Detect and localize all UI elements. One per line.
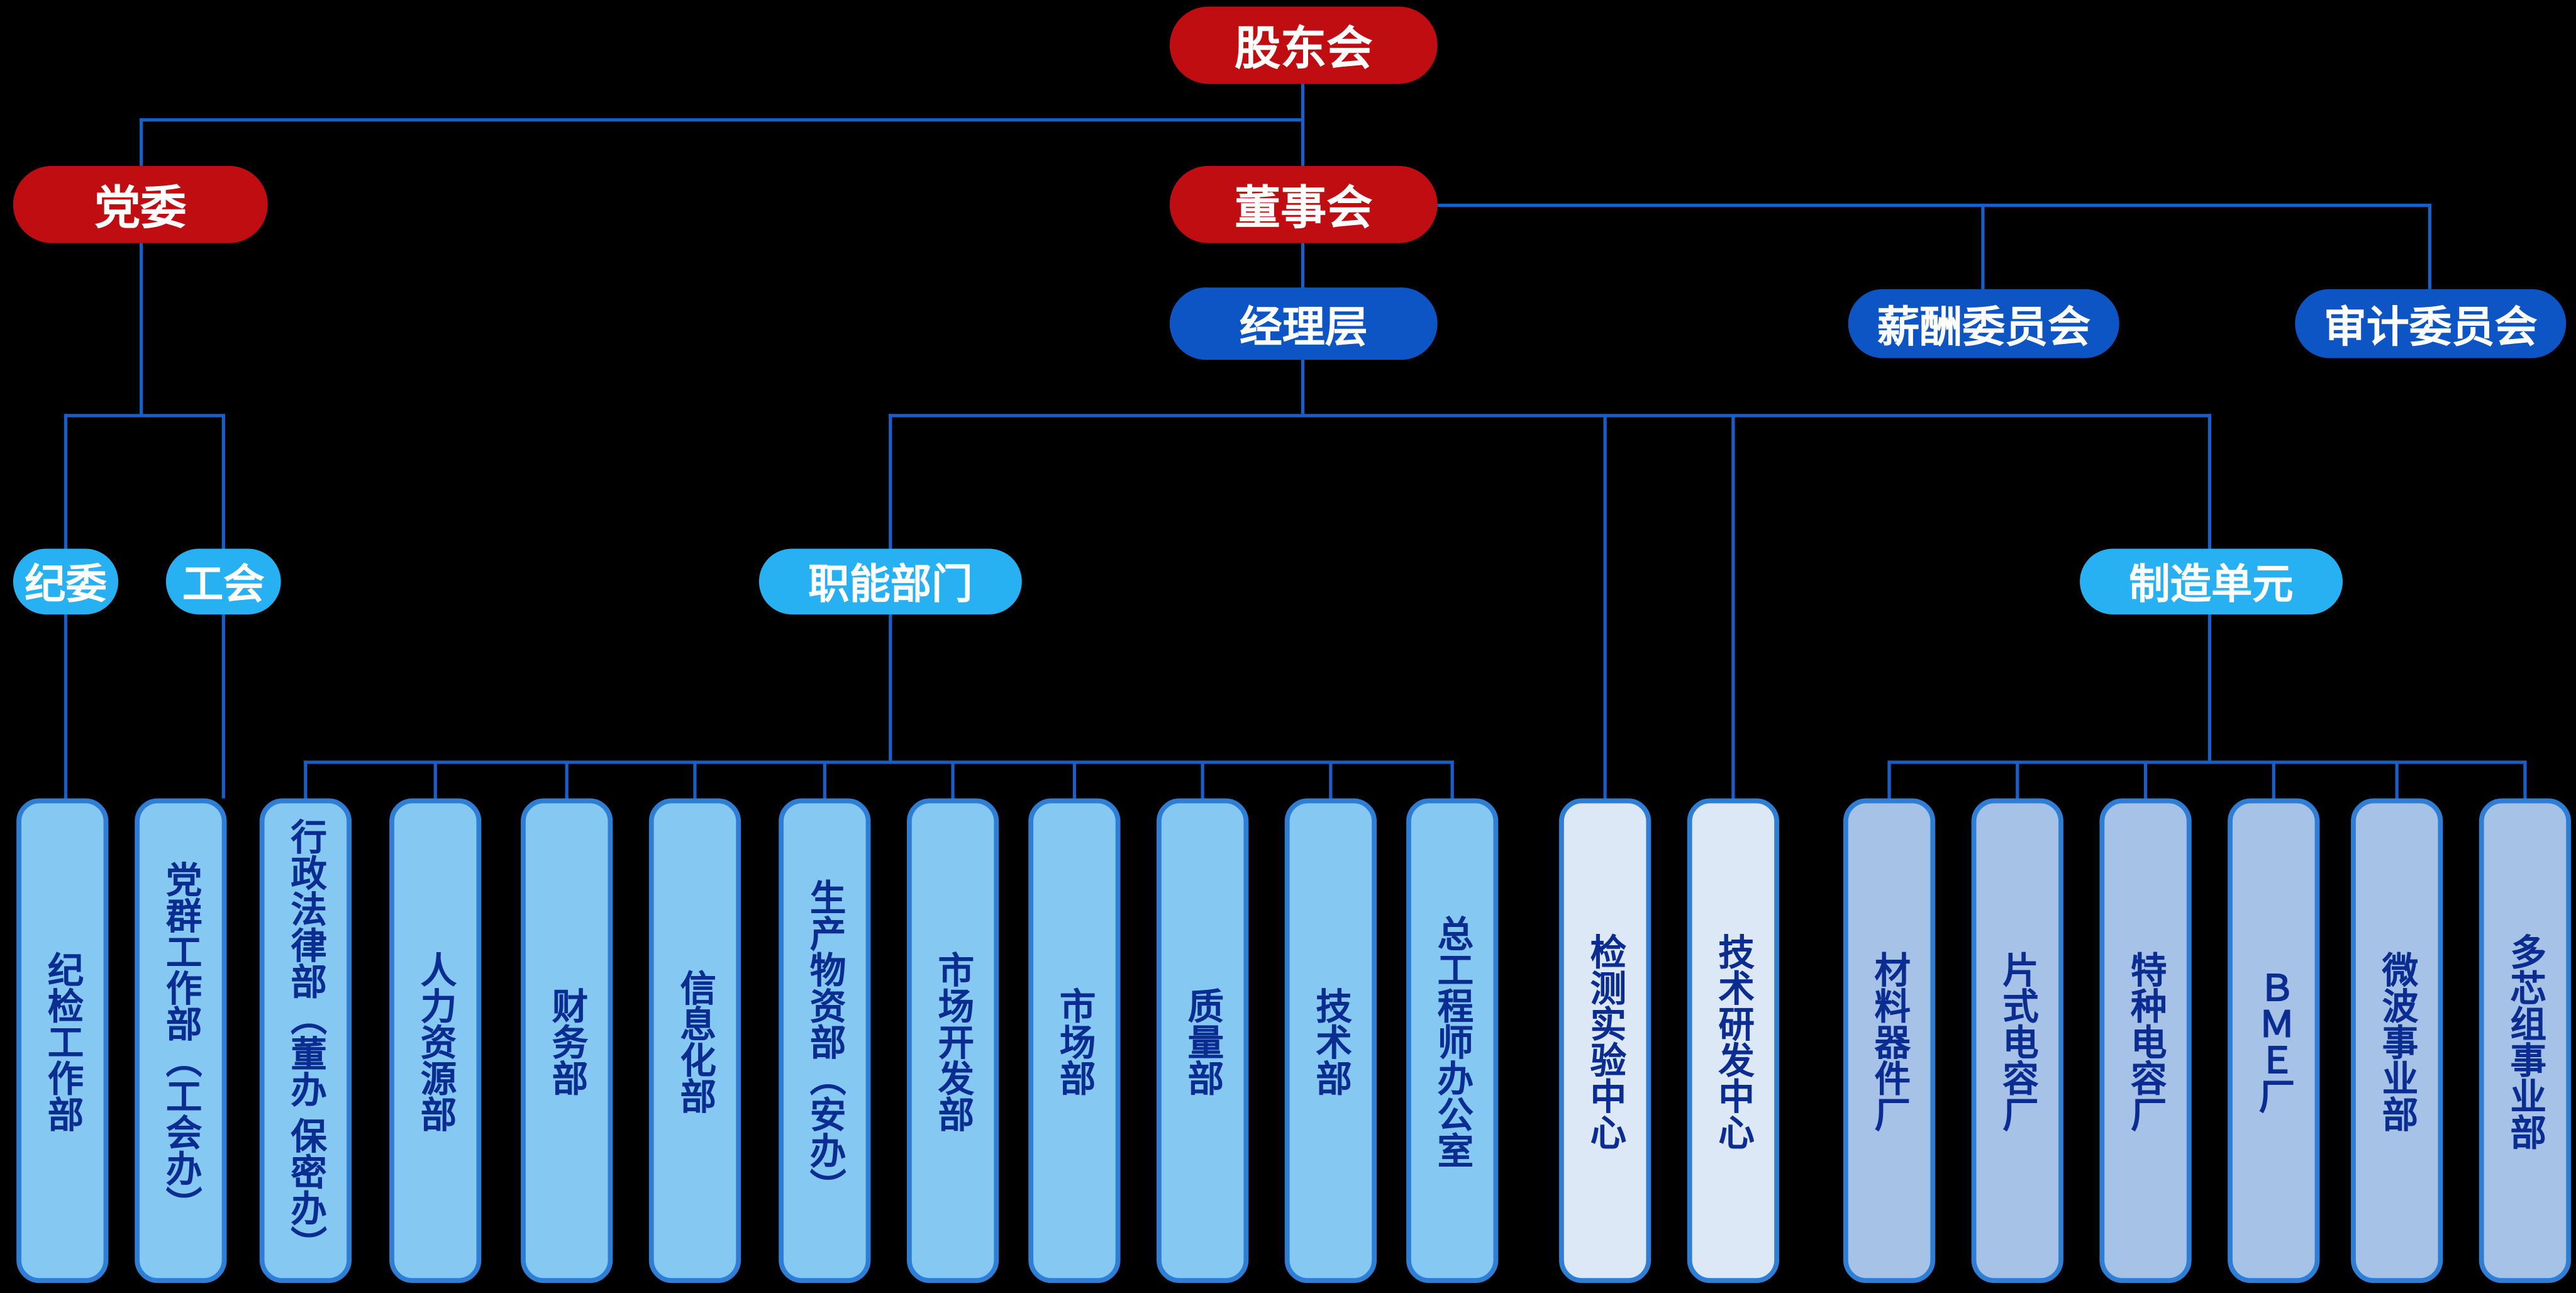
factory-bme: ＢＭＥ厂 bbox=[2228, 798, 2320, 1284]
dept-discipline-inspection: 纪检工作部 bbox=[16, 798, 109, 1284]
connector-line bbox=[1301, 84, 1305, 166]
division-multichip: 多芯组事业部 bbox=[2479, 798, 2572, 1284]
dept-quality: 质量部 bbox=[1156, 798, 1249, 1284]
connector-line bbox=[823, 760, 826, 799]
node-functional-departments: 职能部门 bbox=[758, 548, 1022, 614]
dept-finance: 财务部 bbox=[521, 798, 613, 1284]
connector-line bbox=[221, 414, 225, 549]
connector-line bbox=[64, 414, 68, 549]
node-shareholders-meeting: 股东会 bbox=[1169, 6, 1438, 84]
connector-line bbox=[951, 760, 955, 799]
connector-line bbox=[1301, 360, 1305, 414]
node-party-committee: 党委 bbox=[13, 165, 268, 243]
connector-line bbox=[304, 760, 1454, 764]
connector-line bbox=[221, 614, 225, 799]
connector-line bbox=[140, 118, 143, 166]
dept-administrative-legal: 行政法律部（董办 保密办） bbox=[259, 798, 352, 1284]
connector-line bbox=[889, 414, 2212, 418]
connector-line bbox=[1450, 760, 1454, 799]
factory-chip-capacitor: 片式电容厂 bbox=[1971, 798, 2063, 1284]
connector-line bbox=[889, 414, 892, 549]
connector-line bbox=[1603, 414, 1607, 799]
connector-line bbox=[889, 614, 892, 761]
connector-line bbox=[1072, 760, 1076, 799]
dept-party-mass-work: 党群工作部（工会办） bbox=[135, 798, 227, 1284]
connector-line bbox=[1981, 203, 1985, 289]
dept-marketing: 市场部 bbox=[1028, 798, 1121, 1284]
connector-line bbox=[1731, 414, 1735, 799]
connector-line bbox=[140, 243, 143, 414]
connector-line bbox=[2207, 614, 2212, 761]
connector-line bbox=[2523, 760, 2527, 799]
node-audit-committee: 审计委员会 bbox=[2295, 289, 2567, 358]
connector-line bbox=[1437, 203, 2432, 208]
connector-line bbox=[304, 760, 308, 799]
connector-line bbox=[693, 760, 697, 799]
connector-line bbox=[2272, 760, 2275, 799]
node-discipline-committee: 纪委 bbox=[13, 548, 119, 614]
connector-line bbox=[2207, 414, 2212, 549]
node-management-level: 经理层 bbox=[1169, 287, 1438, 360]
connector-line bbox=[1887, 760, 2527, 764]
connector-line bbox=[2395, 760, 2399, 799]
connector-line bbox=[1329, 760, 1333, 799]
center-testing-laboratory: 检测实验中心 bbox=[1558, 798, 1652, 1284]
dept-human-resources: 人力资源部 bbox=[389, 798, 482, 1284]
dept-technology: 技术部 bbox=[1284, 798, 1377, 1284]
dept-informatization: 信息化部 bbox=[648, 798, 741, 1284]
connector-line bbox=[64, 414, 225, 418]
dept-production-materials: 生产物资部（安办） bbox=[779, 798, 871, 1284]
factory-special-capacitor: 特种电容厂 bbox=[2099, 798, 2192, 1284]
factory-materials-devices: 材料器件厂 bbox=[1843, 798, 1936, 1284]
connector-line bbox=[1201, 760, 1204, 799]
connector-line bbox=[2143, 760, 2148, 799]
dept-chief-engineer-office: 总工程师办公室 bbox=[1406, 798, 1499, 1284]
center-technology-rd: 技术研发中心 bbox=[1687, 798, 1780, 1284]
connector-line bbox=[64, 614, 68, 799]
connector-line bbox=[433, 760, 437, 799]
connector-line bbox=[1301, 243, 1305, 288]
node-manufacturing-units: 制造单元 bbox=[2080, 548, 2343, 614]
dept-market-development: 市场开发部 bbox=[906, 798, 999, 1284]
connector-line bbox=[2016, 760, 2019, 799]
connector-line bbox=[565, 760, 569, 799]
connector-line bbox=[1887, 760, 1891, 799]
connector-line bbox=[140, 118, 1305, 122]
connector-line bbox=[2428, 203, 2432, 289]
node-board-of-directors: 董事会 bbox=[1169, 165, 1438, 243]
division-microwave: 微波事业部 bbox=[2351, 798, 2443, 1284]
node-labor-union: 工会 bbox=[165, 548, 281, 614]
node-compensation-committee: 薪酬委员会 bbox=[1848, 289, 2119, 358]
